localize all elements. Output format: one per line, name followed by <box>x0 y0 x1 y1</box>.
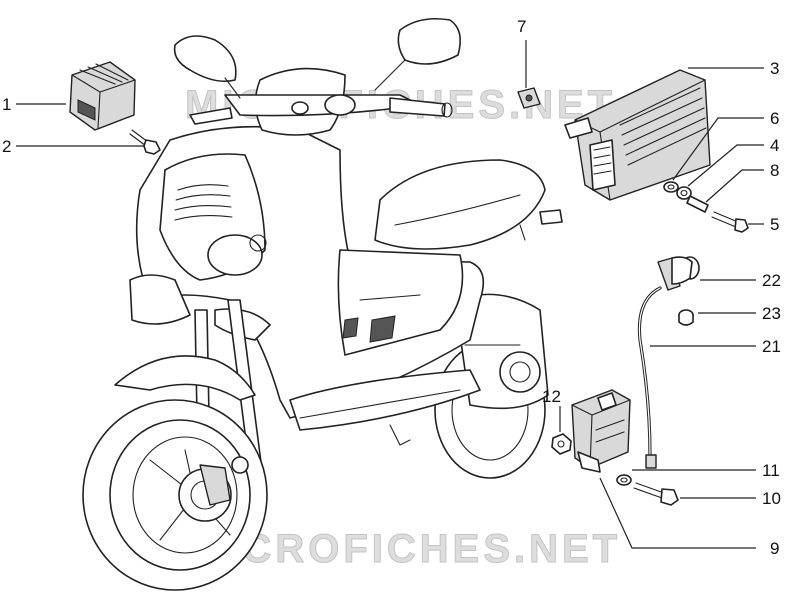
callout-7-label: 7 <box>517 17 526 36</box>
callout-6: 6 <box>672 109 779 181</box>
callout-12-label: 12 <box>542 387 561 406</box>
callout-1: 1 <box>2 95 66 114</box>
callout-21-label: 21 <box>762 337 781 356</box>
callout-3: 3 <box>688 59 779 78</box>
callout-21: 21 <box>650 337 781 356</box>
part-12-nut <box>551 433 572 455</box>
callout-8-label: 8 <box>770 161 779 180</box>
part-21-ignition-lead <box>637 286 662 469</box>
callout-6-label: 6 <box>770 109 779 128</box>
part-5-bolt <box>711 211 749 233</box>
callout-23: 23 <box>698 304 781 323</box>
part-4-spacer <box>676 186 692 200</box>
part-6-washer <box>663 181 679 193</box>
callout-5-label: 5 <box>770 215 779 234</box>
callout-3-label: 3 <box>770 59 779 78</box>
scooter-illustration <box>82 17 563 591</box>
callout-7: 7 <box>517 17 527 88</box>
callout-22-label: 22 <box>762 271 781 290</box>
callout-23-label: 23 <box>762 304 781 323</box>
part-23-cap <box>678 309 694 326</box>
part-1-voltage-regulator <box>69 61 136 131</box>
callout-22: 22 <box>700 271 781 290</box>
callout-2-label: 2 <box>2 137 11 156</box>
callout-5: 5 <box>748 215 779 234</box>
callout-12: 12 <box>542 387 561 432</box>
part-3-control-unit <box>564 69 711 201</box>
callout-2: 2 <box>2 137 144 156</box>
callout-4-label: 4 <box>770 136 779 155</box>
callout-8: 8 <box>705 161 779 203</box>
callout-10: 10 <box>680 489 781 508</box>
callout-1-label: 1 <box>2 95 11 114</box>
watermark-bottom: MICROFICHES.NET <box>190 527 621 571</box>
part-11-washer <box>616 474 632 486</box>
callout-11-label: 11 <box>762 461 780 480</box>
part-8-bushing <box>686 195 709 213</box>
part-9-ignition-coil <box>571 389 631 473</box>
part-10-bolt <box>633 482 679 506</box>
callout-11: 11 <box>632 461 780 480</box>
part-2-bolt <box>129 129 161 155</box>
callout-9-label: 9 <box>770 539 779 558</box>
callout-10-label: 10 <box>762 489 781 508</box>
callout-9: 9 <box>599 477 779 558</box>
part-22-spark-plug-cap <box>657 256 700 291</box>
part-7-rubber-mount <box>517 87 541 109</box>
callout-4: 4 <box>687 136 779 187</box>
